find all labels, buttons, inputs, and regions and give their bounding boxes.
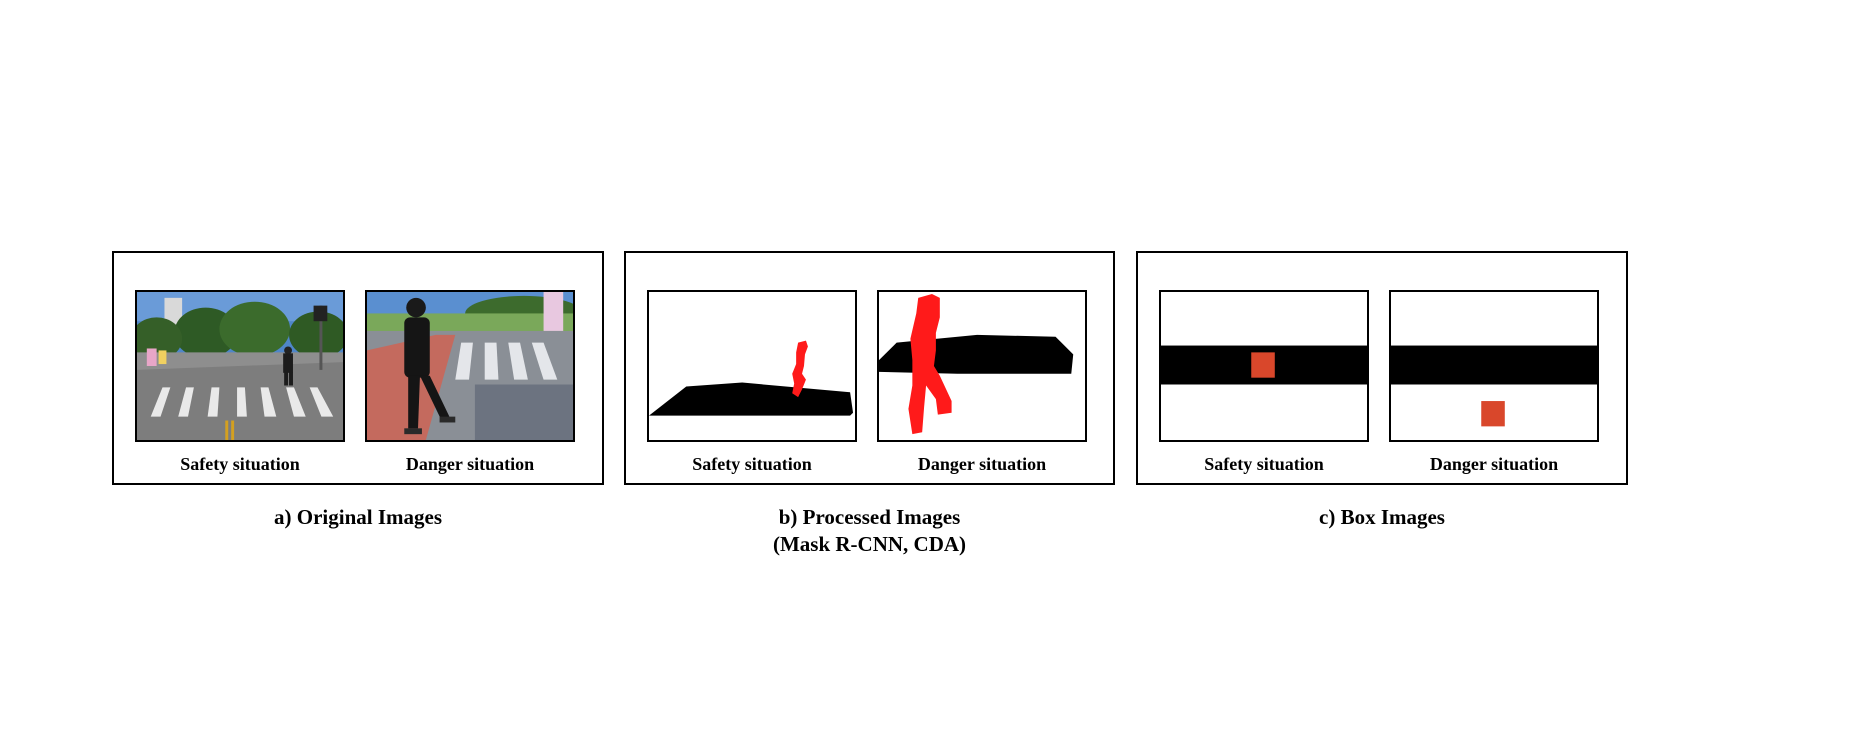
processed-safety-mask bbox=[647, 290, 857, 442]
original-danger-photo bbox=[365, 290, 575, 442]
processed-images-caption: b) Processed Images (Mask R-CNN, CDA) bbox=[624, 504, 1115, 558]
pedestrian-mask bbox=[908, 293, 952, 435]
original-images-caption: a) Original Images bbox=[112, 504, 604, 531]
box-safety-label: Safety situation bbox=[1204, 454, 1324, 474]
caption-line: c) Box Images bbox=[1319, 505, 1445, 529]
crosswalk-band bbox=[1391, 345, 1597, 385]
pedestrian-mask bbox=[792, 340, 808, 398]
crosswalk-mask-region bbox=[649, 382, 854, 416]
pedestrian-box bbox=[1251, 352, 1275, 378]
box-safety-image bbox=[1159, 290, 1369, 442]
original-safety-photo bbox=[135, 290, 345, 442]
pedestrian-box bbox=[1481, 401, 1505, 427]
original-images-panel: Safety situation Danger situation bbox=[112, 251, 604, 485]
original-danger-label: Danger situation bbox=[405, 454, 535, 474]
box-images-panel: Safety situation Danger situation bbox=[1136, 251, 1628, 485]
processed-danger-label: Danger situation bbox=[917, 454, 1047, 474]
caption-line: b) Processed Images bbox=[778, 505, 961, 529]
processed-safety-label: Safety situation bbox=[692, 454, 812, 474]
caption-subline: (Mask R-CNN, CDA) bbox=[772, 532, 967, 556]
box-images-caption: c) Box Images bbox=[1136, 504, 1628, 531]
crosswalk-mask-region bbox=[879, 334, 1074, 374]
processed-images-panel: Safety situation Danger situation bbox=[624, 251, 1115, 485]
box-danger-label: Danger situation bbox=[1429, 454, 1559, 474]
original-safety-label: Safety situation bbox=[180, 454, 300, 474]
box-danger-image bbox=[1389, 290, 1599, 442]
processed-danger-mask bbox=[877, 290, 1087, 442]
caption-line: a) Original Images bbox=[274, 505, 442, 529]
